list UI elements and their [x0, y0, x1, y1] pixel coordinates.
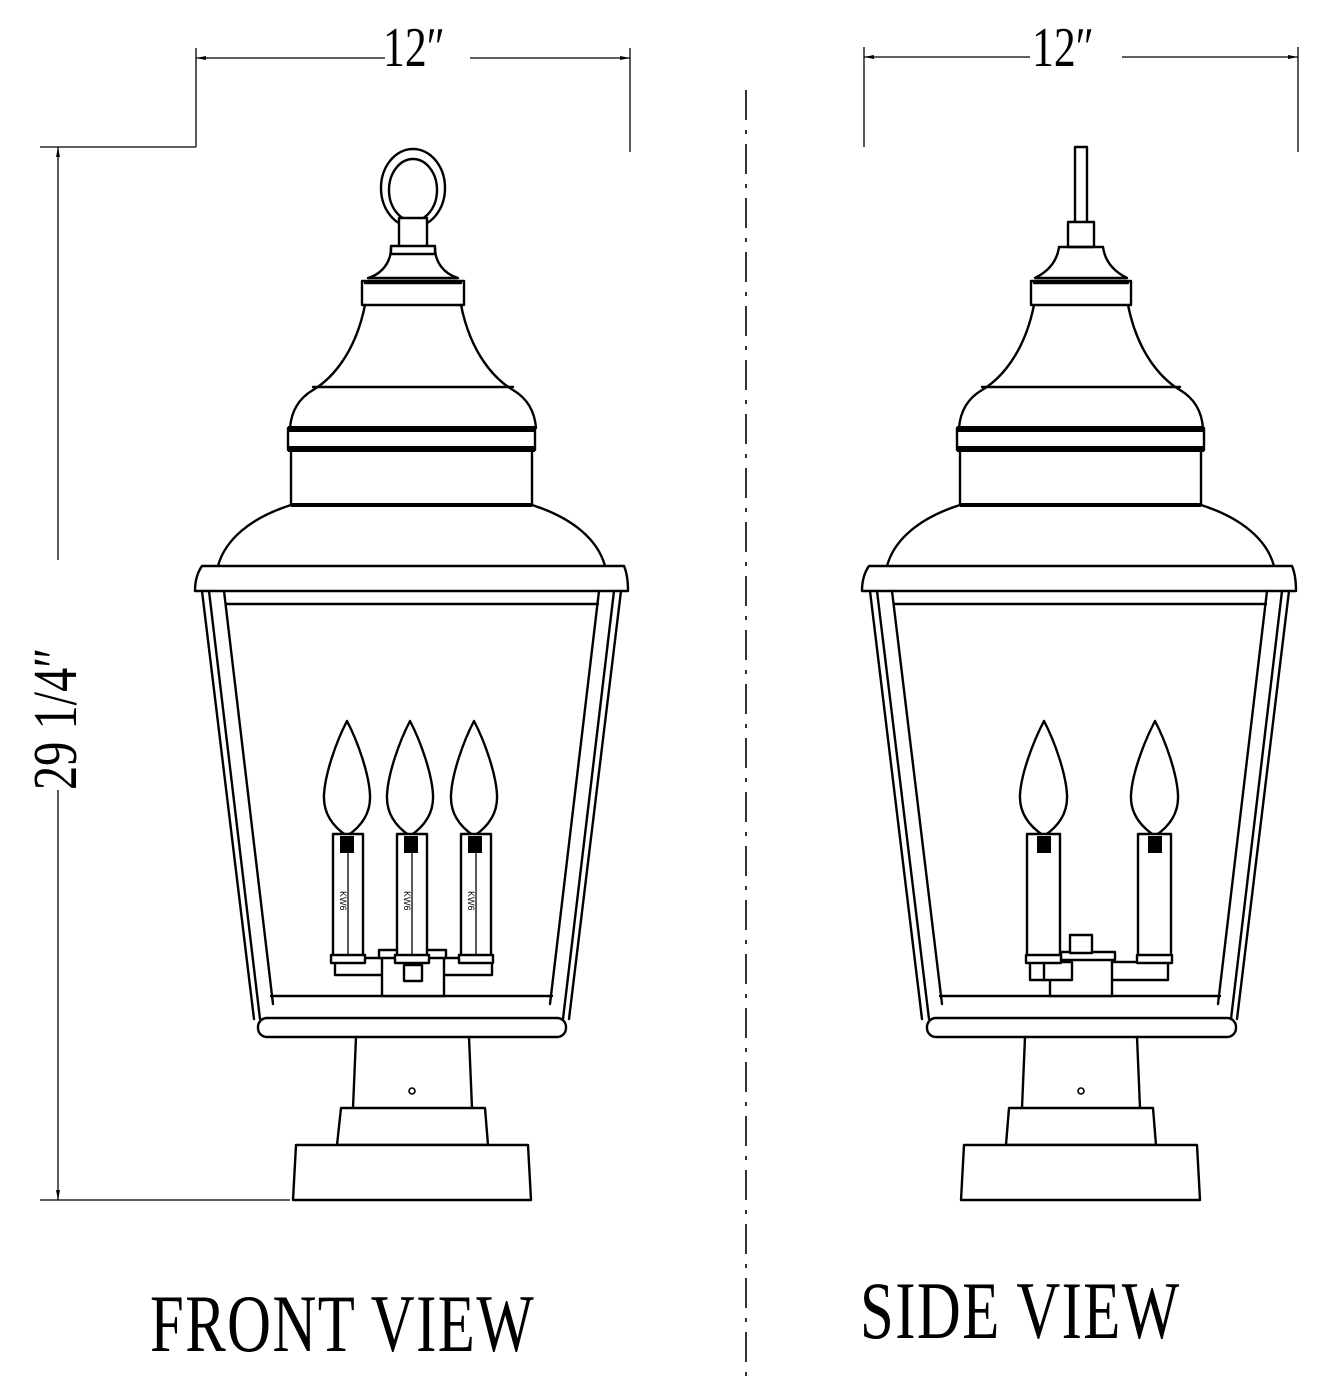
side-width-label: 12″: [1032, 17, 1094, 79]
side-view-label: SIDE VIEW: [860, 1265, 1181, 1356]
side-view-lantern: [860, 145, 1298, 1202]
side-candle-cluster: [1018, 719, 1180, 998]
side-width-dimension: [863, 47, 1299, 152]
candle-2: KW6: [385, 719, 435, 965]
height-label: 29 1/4″: [22, 647, 90, 790]
candle-sleeve-label: KW6: [466, 891, 476, 911]
height-dimension: [40, 146, 290, 1201]
hanging-ring: [379, 147, 447, 256]
candle-3: KW6: [449, 719, 499, 965]
front-width-dimension: [195, 48, 631, 152]
candle-sleeve-label: KW6: [402, 891, 412, 911]
front-candle-cluster: KW6 KW6 KW6: [322, 719, 499, 998]
candle-2: [1129, 719, 1180, 965]
candle-1: KW6: [322, 719, 372, 965]
front-view-label: FRONT VIEW: [150, 1278, 536, 1369]
front-width-label: 12″: [383, 17, 445, 79]
candle-1: [1018, 719, 1069, 965]
front-view-lantern: KW6 KW6 KW6: [193, 147, 630, 1202]
candle-sleeve-label: KW6: [338, 891, 348, 911]
